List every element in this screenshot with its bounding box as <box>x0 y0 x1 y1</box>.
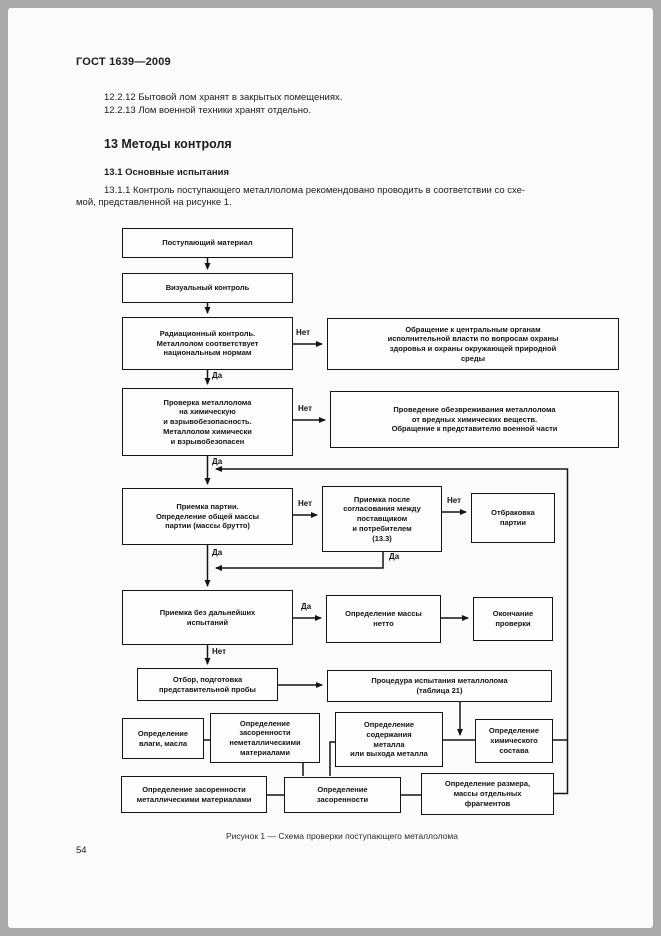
flow-box-metallic-contamination: Определение засоренности металлическими … <box>121 776 267 813</box>
flow-box-nonmetallic-contamination: Определение засоренности неметаллическим… <box>210 713 320 763</box>
section-13-1-title: 13.1 Основные испытания <box>104 167 229 178</box>
document-header: ГОСТ 1639—2009 <box>76 56 171 68</box>
edge-label-no-radiation: Нет <box>296 328 311 337</box>
flow-box-metal-content: Определение содержания металла или выход… <box>335 712 443 767</box>
flow-box-acceptance-without-tests: Приемка без дальнейших испытаний <box>122 590 293 645</box>
edge-label-no-agreement: Нет <box>447 496 462 505</box>
edge-label-yes-batch: Да <box>212 548 223 557</box>
flow-box-sample-preparation: Отбор, подготовка представительной пробы <box>137 668 278 701</box>
flow-box-incoming-material: Поступающий материал <box>122 228 293 258</box>
flow-box-check-end: Окончание проверки <box>473 597 553 641</box>
flow-box-batch-rejection: Отбраковка партии <box>471 493 555 543</box>
page-number: 54 <box>76 845 87 856</box>
flow-box-contamination: Определение засоренности <box>284 777 401 813</box>
section-13-title: 13 Методы контроля <box>104 137 232 151</box>
flow-box-moisture-oil: Определение влаги, масла <box>122 718 204 759</box>
flow-box-test-procedure: Процедура испытания металлолома (таблица… <box>327 670 552 702</box>
flow-box-fragment-size: Определение размера, массы отдельных фра… <box>421 773 554 815</box>
paragraph-12-2-13: 12.2.13 Лом военной техники хранят отдел… <box>104 105 311 116</box>
flow-box-radiation-control: Радиационный контроль. Металлолом соотве… <box>122 317 293 370</box>
flow-box-visual-control: Визуальный контроль <box>122 273 293 303</box>
flow-box-authorities-appeal: Обращение к центральным органам исполнит… <box>327 318 619 370</box>
edge-label-yes-radiation: Да <box>212 371 223 380</box>
paragraph-12-2-12: 12.2.12 Бытовой лом хранят в закрытых по… <box>104 92 343 103</box>
paragraph-13-1-1-line1: 13.1.1 Контроль поступающего металлолома… <box>104 185 526 196</box>
edge-label-yes-no-tests: Да <box>301 602 312 611</box>
figure-caption-wrap: Рисунок 1 — Схема проверки поступающего … <box>122 826 562 844</box>
paragraph-13-1-1-line2: мой, представленной на рисунке 1. <box>76 197 232 208</box>
edge-label-no-chemical: Нет <box>298 404 313 413</box>
flow-box-net-mass: Определение массы нетто <box>326 595 441 643</box>
edge-label-yes-agreement: Да <box>389 552 400 561</box>
flow-box-chemical-check: Проверка металлолома на химическую и взр… <box>122 388 293 456</box>
edge-label-yes-chemical: Да <box>212 457 223 466</box>
flow-box-neutralization: Проведение обезвреживания металлолома от… <box>330 391 619 448</box>
edge-label-no-batch: Нет <box>298 499 313 508</box>
flow-box-batch-acceptance: Приемка партии. Определение общей массы … <box>122 488 293 545</box>
flow-box-acceptance-after-agreement: Приемка после согласования между поставщ… <box>322 486 442 552</box>
figure-caption: Рисунок 1 — Схема проверки поступающего … <box>226 831 458 841</box>
edge-label-no-no-tests: Нет <box>212 647 227 656</box>
flow-box-chemical-composition: Определение химического состава <box>475 719 553 763</box>
